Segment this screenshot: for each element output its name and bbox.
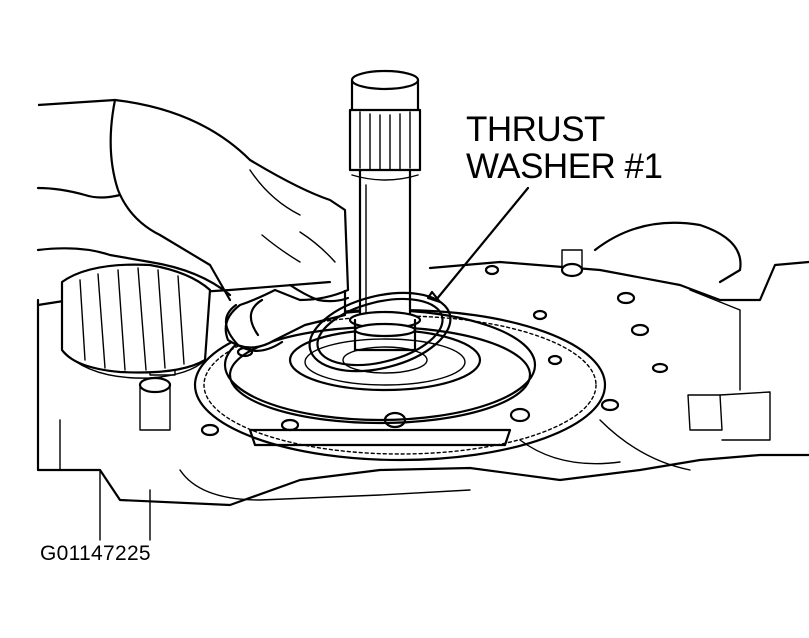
- figure-id: G01147225: [40, 542, 151, 565]
- callout-label-line1: THRUST: [466, 110, 605, 149]
- helical-gear: [60, 263, 212, 379]
- transmission-case: [36, 221, 809, 541]
- callout-leader: [426, 186, 530, 304]
- technician-hand: [36, 98, 350, 352]
- thrust-washer: [308, 291, 452, 373]
- input-shaft: [348, 69, 422, 352]
- case-bolts: [138, 249, 669, 437]
- callout-label-line2: WASHER #1: [466, 147, 663, 186]
